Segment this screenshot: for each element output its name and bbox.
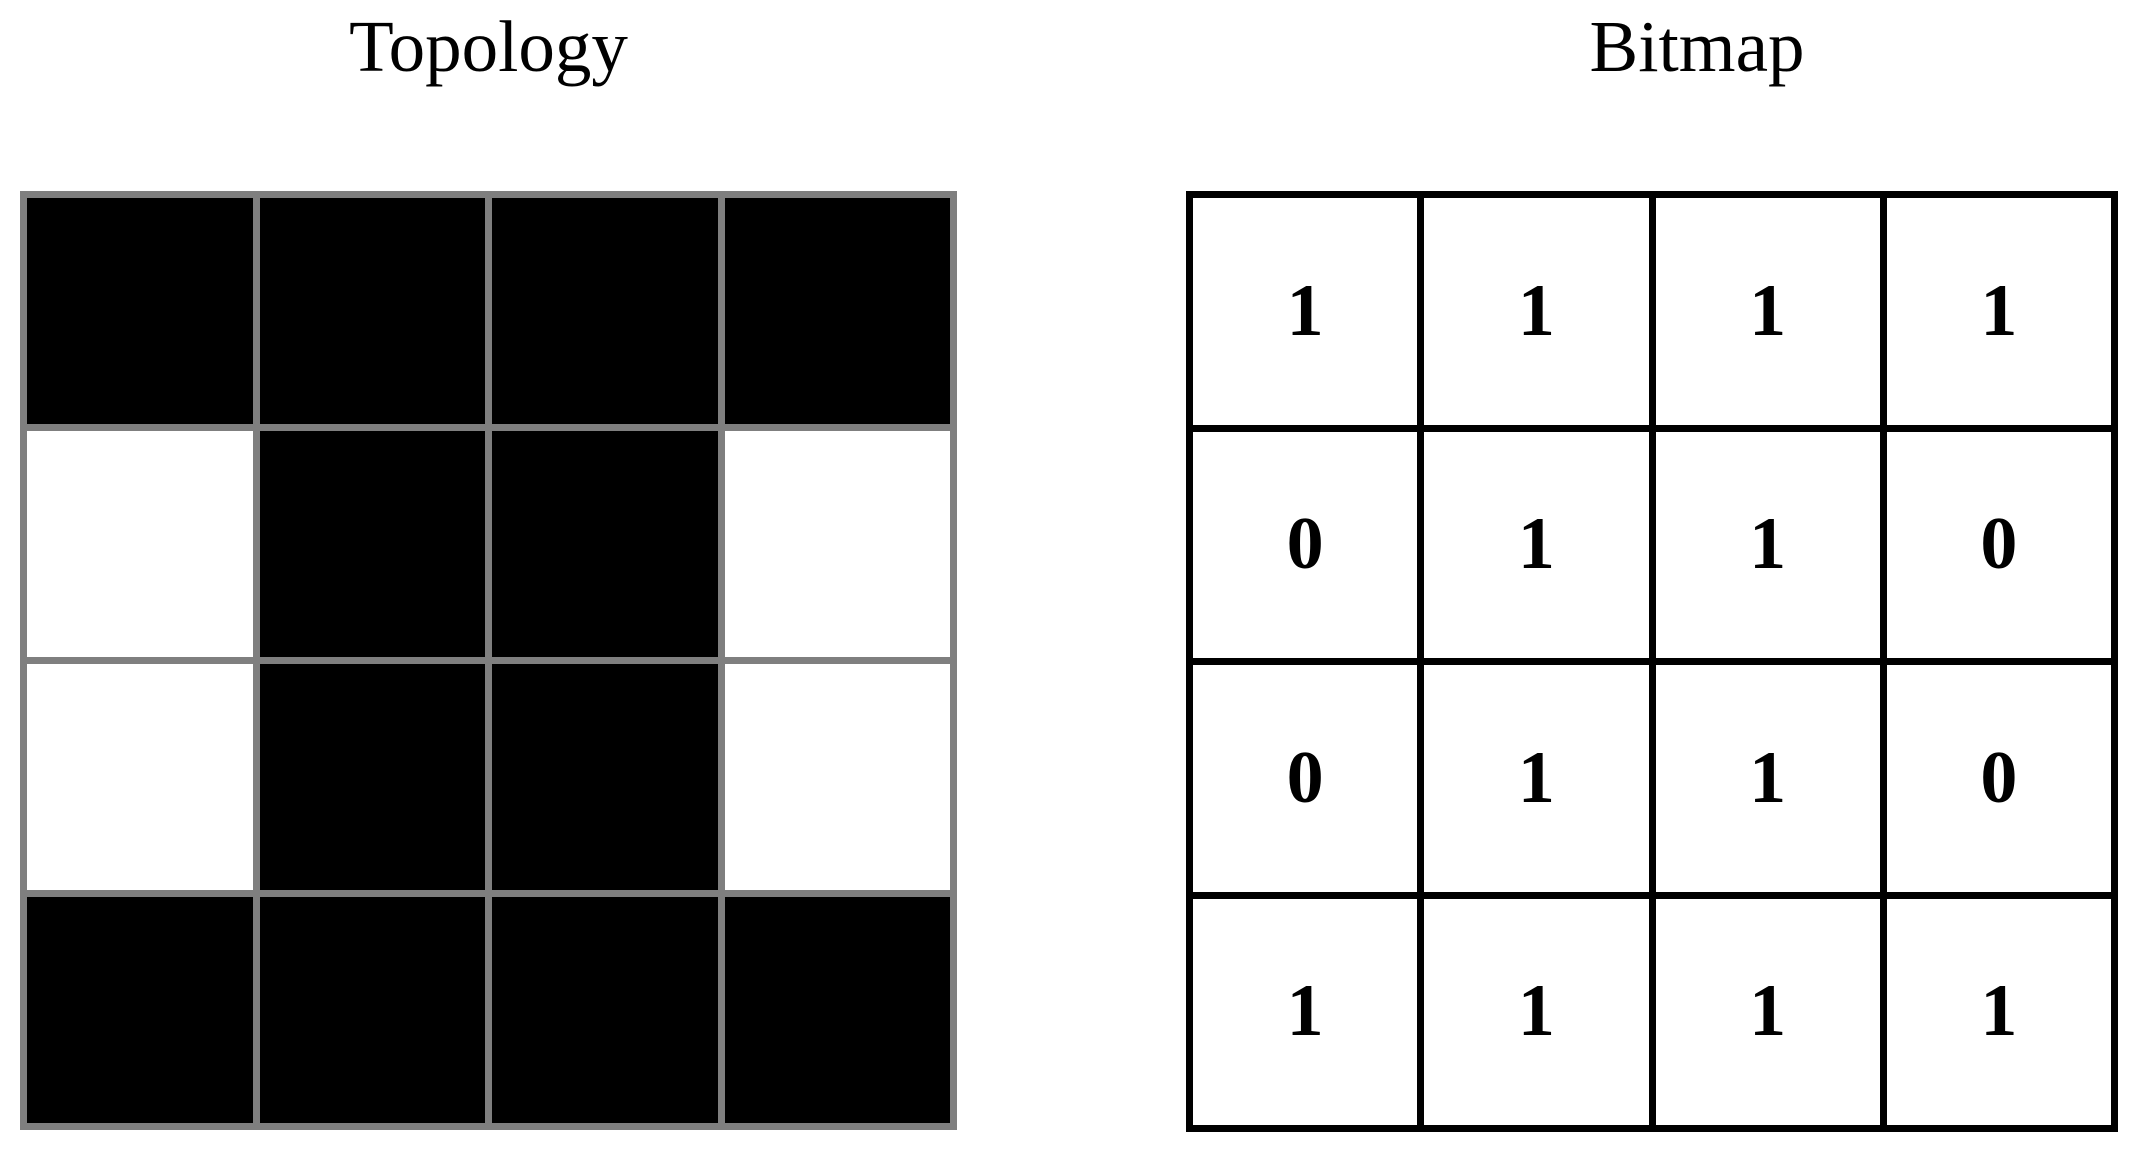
topology-cell-r3c4 xyxy=(724,664,950,890)
topology-cell-r1c1 xyxy=(27,198,253,424)
topology-cell-r3c3 xyxy=(492,664,718,890)
topology-cell-r4c2 xyxy=(259,897,485,1123)
topology-cell-r4c4 xyxy=(724,897,950,1123)
bitmap-cell-r2c4: 0 xyxy=(1886,431,2111,658)
bitmap-cell-r3c4: 0 xyxy=(1886,665,2111,892)
topology-cell-r2c3 xyxy=(492,431,718,657)
bitmap-cell-r3c1: 0 xyxy=(1193,665,1418,892)
bitmap-cell-r4c3: 1 xyxy=(1655,898,1880,1125)
bitmap-cell-r3c2: 1 xyxy=(1424,665,1649,892)
bitmap-cell-r1c1: 1 xyxy=(1193,198,1418,425)
topology-grid xyxy=(20,191,957,1130)
topology-cell-r4c3 xyxy=(492,897,718,1123)
bitmap-cell-r2c2: 1 xyxy=(1424,431,1649,658)
bitmap-cell-r1c3: 1 xyxy=(1655,198,1880,425)
bitmap-cell-r1c4: 1 xyxy=(1886,198,2111,425)
topology-cell-r2c2 xyxy=(259,431,485,657)
bitmap-cell-r4c1: 1 xyxy=(1193,898,1418,1125)
topology-cell-r3c1 xyxy=(27,664,253,890)
topology-cell-r2c1 xyxy=(27,431,253,657)
topology-cell-r4c1 xyxy=(27,897,253,1123)
bitmap-cell-r4c2: 1 xyxy=(1424,898,1649,1125)
bitmap-cell-r2c3: 1 xyxy=(1655,431,1880,658)
topology-cell-r2c4 xyxy=(724,431,950,657)
bitmap-cell-r4c4: 1 xyxy=(1886,898,2111,1125)
topology-cell-r1c3 xyxy=(492,198,718,424)
topology-cell-r1c2 xyxy=(259,198,485,424)
bitmap-cell-r1c2: 1 xyxy=(1424,198,1649,425)
bitmap-cell-r3c3: 1 xyxy=(1655,665,1880,892)
topology-title: Topology xyxy=(349,6,628,87)
bitmap-title: Bitmap xyxy=(1589,6,1805,87)
topology-cell-r3c2 xyxy=(259,664,485,890)
topology-cell-r1c4 xyxy=(724,198,950,424)
bitmap-cell-r2c1: 0 xyxy=(1193,431,1418,658)
